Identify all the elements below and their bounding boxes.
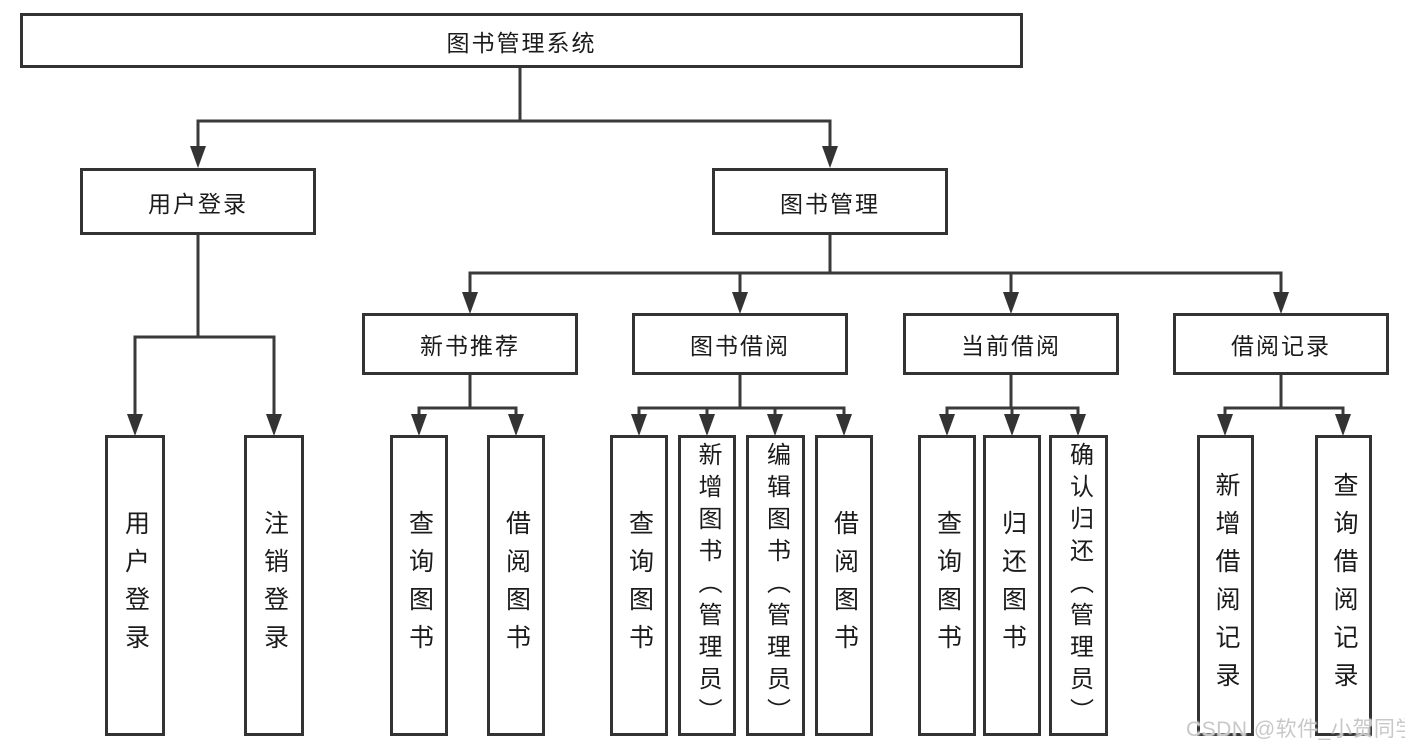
leaf-label: 查询图书 bbox=[625, 509, 654, 662]
node-label: 图书借阅 bbox=[690, 333, 790, 359]
leaf-label: 归还图书 bbox=[998, 509, 1027, 662]
leaf-add-books-admin: 新增图书（管理员） bbox=[678, 435, 736, 736]
leaf-return-books: 归还图书 bbox=[983, 435, 1041, 736]
leaf-label: 用户登录 bbox=[121, 509, 150, 662]
node-user-login: 用户登录 bbox=[80, 168, 316, 235]
node-library-management-system: 图书管理系统 bbox=[20, 13, 1023, 68]
leaf-query-books-borrowing: 查询图书 bbox=[610, 435, 668, 736]
leaf-label: 编辑图书（管理员） bbox=[762, 441, 790, 730]
node-label: 图书管理系统 bbox=[446, 29, 597, 56]
node-book-borrowing: 图书借阅 bbox=[632, 313, 848, 375]
leaf-label: 确认归还（管理员） bbox=[1065, 441, 1093, 730]
watermark: CSDN @软件_小贺同学 bbox=[1186, 718, 1405, 741]
node-label: 图书管理 bbox=[780, 190, 880, 217]
node-label: 用户登录 bbox=[148, 190, 248, 217]
leaf-label: 借阅图书 bbox=[830, 509, 859, 662]
leaf-edit-books-admin: 编辑图书（管理员） bbox=[746, 435, 805, 736]
node-new-book-recommendation: 新书推荐 bbox=[362, 313, 578, 375]
leaf-logout: 注销登录 bbox=[244, 435, 304, 736]
node-label: 当前借阅 bbox=[961, 333, 1061, 359]
leaf-confirm-return-admin: 确认归还（管理员） bbox=[1049, 435, 1108, 736]
arrowheads bbox=[127, 146, 1351, 436]
leaf-borrow-books-borrowing: 借阅图书 bbox=[815, 435, 873, 736]
node-book-management: 图书管理 bbox=[712, 168, 948, 235]
leaf-query-borrow-record: 查询借阅记录 bbox=[1315, 435, 1372, 736]
node-label: 借阅记录 bbox=[1231, 333, 1331, 359]
leaf-label: 新增借阅记录 bbox=[1212, 471, 1240, 700]
leaf-label: 新增图书（管理员） bbox=[694, 441, 721, 730]
leaf-query-books-recommend: 查询图书 bbox=[390, 435, 448, 736]
leaf-borrow-books-recommend: 借阅图书 bbox=[487, 435, 545, 736]
leaf-label: 查询图书 bbox=[933, 509, 962, 662]
leaf-label: 查询借阅记录 bbox=[1330, 471, 1358, 700]
leaf-query-books-current: 查询图书 bbox=[918, 435, 976, 736]
leaf-label: 查询图书 bbox=[405, 509, 434, 662]
node-borrowing-records: 借阅记录 bbox=[1173, 313, 1389, 375]
leaf-user-login: 用户登录 bbox=[105, 435, 165, 736]
node-current-borrowing: 当前借阅 bbox=[903, 313, 1119, 375]
leaf-add-borrow-record: 新增借阅记录 bbox=[1197, 435, 1254, 736]
node-label: 新书推荐 bbox=[420, 333, 520, 359]
leaf-label: 注销登录 bbox=[260, 509, 289, 662]
leaf-label: 借阅图书 bbox=[502, 509, 531, 662]
